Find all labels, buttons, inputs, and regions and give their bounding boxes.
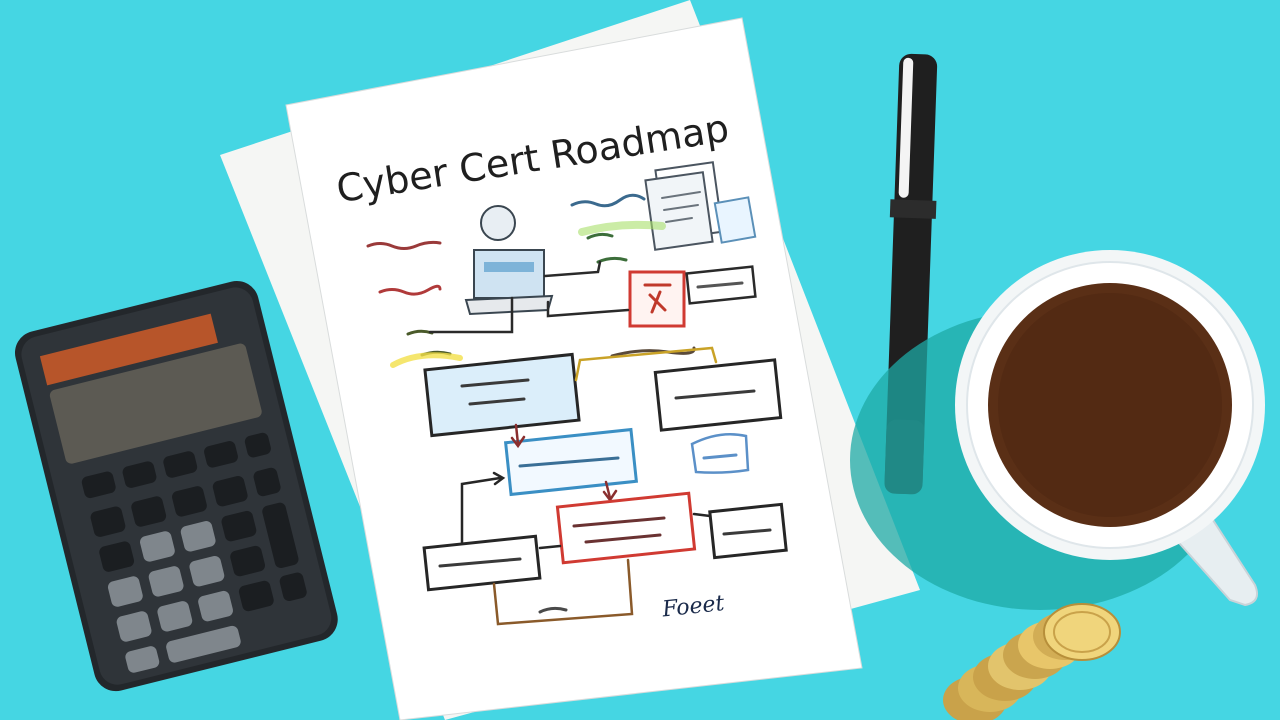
red-badge-icon (628, 270, 686, 328)
calculator-icon (14, 280, 338, 692)
coins-icon (943, 603, 1121, 720)
coffee-cup-icon (955, 250, 1265, 607)
solar-panel (39, 313, 218, 386)
person-at-laptop-icon (464, 205, 554, 316)
calculator-display (49, 343, 262, 464)
flowchart (366, 161, 788, 626)
certificate-icon (644, 161, 757, 251)
